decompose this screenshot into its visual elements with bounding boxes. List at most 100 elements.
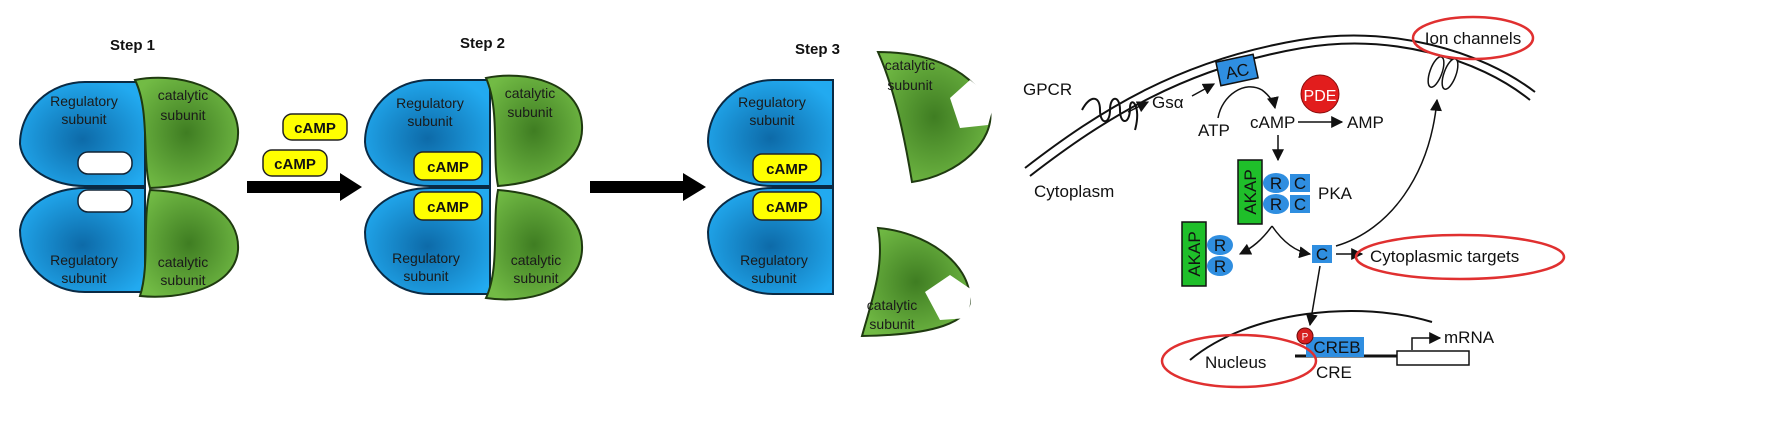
reg-label-top-2: subunit [407, 113, 452, 129]
pka-r-top [1263, 173, 1289, 193]
cat-label-bottom-1: catalytic [158, 254, 209, 270]
pka-r-top-label: R [1270, 174, 1282, 193]
reg-label-bottom-1: Regulatory [740, 252, 808, 268]
cat-label-bottom-2: subunit [160, 272, 205, 288]
phospho-p [1296, 327, 1314, 345]
cat-label-released-top-1: catalytic [885, 57, 936, 73]
step-arrow-1 [247, 173, 362, 201]
catalytic-subunit-top [484, 74, 584, 188]
regulatory-r-top-label: R [1214, 236, 1226, 255]
pathway-panel: GPCR Gsα AC ATP cAMP PDE AMP Cytoplasm I… [1023, 15, 1566, 389]
step-1-group: Step 1 Regulatory subunit Regulatory sub… [18, 37, 240, 298]
cat-label-released-bottom-1: catalytic [867, 297, 918, 313]
empty-binding-site-bottom [925, 275, 972, 320]
cat-label-bottom-1: catalytic [511, 252, 562, 268]
creb-box [1306, 337, 1364, 357]
pka-label: PKA [1318, 184, 1353, 203]
pka-c-bottom [1290, 195, 1310, 213]
akap-box-free [1181, 221, 1207, 287]
regulatory-r-top [1207, 235, 1233, 255]
bound-camp-label-bottom: cAMP [766, 199, 808, 216]
step-3-group: Step 3 cAMP cAMP Regulatory subunit Regu… [706, 41, 995, 338]
c-to-nucleus-arrow [1305, 265, 1321, 327]
c-to-ion-channels-arrow [1335, 98, 1442, 247]
ion-channels-highlight [1411, 15, 1535, 61]
nuclear-membrane [1189, 310, 1433, 361]
bound-camp-box-bottom [752, 191, 822, 221]
nucleus-highlight [1160, 333, 1318, 389]
dissociation-arrow [1238, 225, 1273, 255]
reg-label-top-1: Regulatory [50, 93, 118, 109]
pka-c-bottom-label: C [1294, 195, 1306, 214]
pathway-camp-label: cAMP [1250, 113, 1295, 132]
cat-label-top-1: catalytic [505, 85, 556, 101]
cat-label-top-2: subunit [160, 107, 205, 123]
cre-label: CRE [1316, 363, 1352, 382]
free-camp-group: cAMP cAMP [262, 113, 348, 177]
catalytic-subunit-bottom [138, 188, 240, 298]
camp-label-free-2: cAMP [274, 156, 316, 173]
pde-label: PDE [1304, 88, 1337, 105]
cytoplasmic-targets-label: Cytoplasmic targets [1370, 247, 1519, 266]
reg-label-bottom-1: Regulatory [50, 252, 118, 268]
gs-alpha-label: Gsα [1152, 93, 1184, 112]
reg-label-top-2: subunit [749, 112, 794, 128]
gene-box [1396, 350, 1470, 366]
step-1-title: Step 1 [110, 37, 155, 54]
bound-camp-label-top: cAMP [427, 159, 469, 176]
step-3-title: Step 3 [795, 41, 840, 58]
reg-label-top-1: Regulatory [738, 94, 806, 110]
empty-binding-site-top [950, 80, 995, 128]
regulatory-r-bottom-label: R [1214, 257, 1226, 276]
reg-label-bottom-1: Regulatory [392, 250, 460, 266]
camp-label-free-1: cAMP [294, 120, 336, 137]
cat-label-top-2: subunit [507, 104, 552, 120]
cat-label-top-1: catalytic [158, 87, 209, 103]
catalytic-subunit-top [133, 76, 240, 190]
akap-box-holoenzyme [1237, 159, 1263, 225]
bound-camp-box-bottom [413, 191, 483, 221]
step-2-title: Step 2 [460, 35, 505, 52]
free-catalytic-c [1312, 245, 1332, 263]
cell-membrane-outer [1024, 34, 1536, 169]
step-2-group: Step 2 cAMP cAMP Regulatory subunit Regu… [363, 35, 584, 301]
pka-c-top-label: C [1294, 174, 1306, 193]
cat-label-released-bottom-2: subunit [869, 316, 914, 332]
bound-camp-box-top [752, 153, 822, 183]
cat-label-released-top-2: subunit [887, 77, 932, 93]
released-catalytic-subunit-top [876, 50, 992, 184]
pka-r-bottom [1263, 194, 1289, 214]
reg-label-bottom-2: subunit [61, 270, 106, 286]
creb-label: CREB [1313, 338, 1360, 357]
cytoplasm-label: Cytoplasm [1034, 182, 1114, 201]
step-arrow-2 [590, 173, 706, 201]
reg-label-bottom-2: subunit [751, 270, 796, 286]
reg-label-top-1: Regulatory [396, 95, 464, 111]
camp-box-free-1 [282, 113, 348, 141]
transcription-arrow [1411, 332, 1442, 350]
bound-camp-label-bottom: cAMP [427, 199, 469, 216]
atp-to-camp-arrow [1217, 86, 1279, 119]
camp-box-free-2 [262, 149, 328, 177]
amp-label: AMP [1347, 113, 1384, 132]
pde-sphere [1300, 74, 1340, 114]
gs-to-ac-arrow [1191, 83, 1216, 97]
cell-membrane-inner [1029, 42, 1531, 177]
gpcr-to-gs-arrow [1127, 101, 1150, 113]
release-c-arrow [1271, 225, 1312, 259]
reg-label-bottom-2: subunit [403, 268, 448, 284]
mrna-label: mRNA [1444, 328, 1495, 347]
cat-label-bottom-2: subunit [513, 270, 558, 286]
cytoplasmic-targets-highlight [1354, 233, 1566, 281]
bound-camp-box-top [413, 151, 483, 181]
pka-r-bottom-label: R [1270, 195, 1282, 214]
bound-camp-label-top: cAMP [766, 161, 808, 178]
regulatory-r-bottom [1207, 256, 1233, 276]
nucleus-label: Nucleus [1205, 353, 1266, 372]
gpcr-receptor [1081, 97, 1139, 131]
atp-label: ATP [1198, 121, 1230, 140]
ion-channels-label: Ion channels [1425, 29, 1521, 48]
regulatory-subunit-bottom [18, 186, 146, 293]
